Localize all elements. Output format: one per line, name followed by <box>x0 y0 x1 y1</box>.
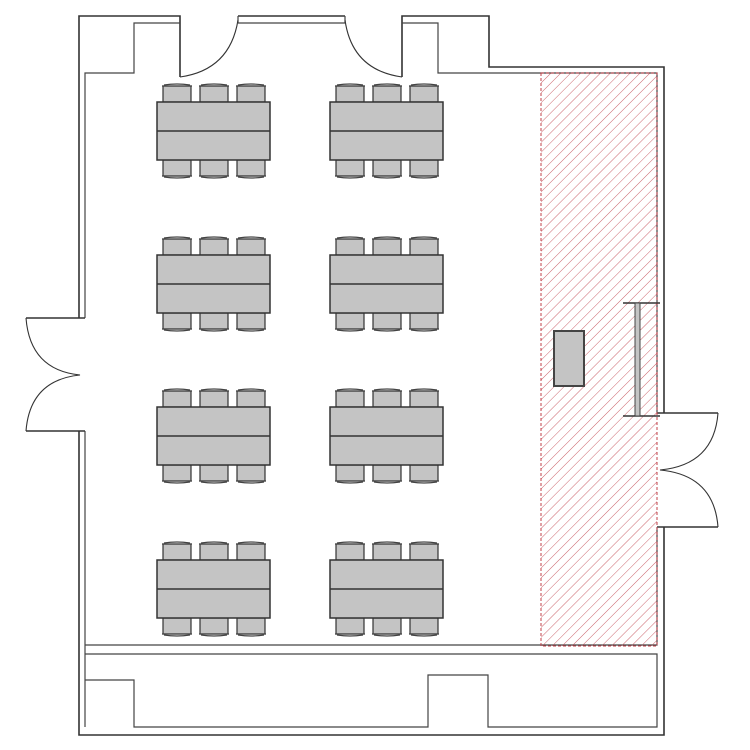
chair <box>409 541 439 561</box>
chair <box>236 236 266 256</box>
chair <box>409 464 439 484</box>
chair <box>409 83 439 103</box>
chair <box>335 312 365 332</box>
chair <box>372 617 402 637</box>
chair <box>335 83 365 103</box>
chair <box>409 312 439 332</box>
table-group <box>329 83 444 179</box>
projection-screen <box>623 302 660 417</box>
table-group <box>156 236 271 332</box>
top-left-door[interactable] <box>179 19 239 78</box>
chair <box>236 388 266 408</box>
lectern <box>553 330 585 387</box>
chair <box>162 312 192 332</box>
chair <box>372 236 402 256</box>
chair <box>372 159 402 179</box>
chair <box>199 388 229 408</box>
top-right-door[interactable] <box>344 19 403 78</box>
chair <box>409 388 439 408</box>
chair <box>372 388 402 408</box>
table-group <box>156 83 271 179</box>
chair <box>335 464 365 484</box>
table-group <box>156 388 271 484</box>
chair <box>372 464 402 484</box>
chair <box>236 617 266 637</box>
chair <box>162 541 192 561</box>
chair <box>335 236 365 256</box>
chair <box>236 83 266 103</box>
chair <box>162 464 192 484</box>
chair <box>199 312 229 332</box>
chair <box>335 159 365 179</box>
chair <box>199 617 229 637</box>
chair <box>335 388 365 408</box>
chair <box>335 617 365 637</box>
chair <box>162 83 192 103</box>
chair <box>335 541 365 561</box>
table-group <box>329 388 444 484</box>
chair <box>162 388 192 408</box>
chair <box>372 312 402 332</box>
table-group <box>329 541 444 637</box>
chair <box>162 617 192 637</box>
chair <box>372 541 402 561</box>
chair <box>236 312 266 332</box>
chair <box>162 159 192 179</box>
bottom-corridor <box>85 653 658 728</box>
table-groups <box>156 83 444 637</box>
left-double-door[interactable] <box>25 317 85 432</box>
chair <box>199 541 229 561</box>
chair <box>162 236 192 256</box>
chair <box>409 159 439 179</box>
chair <box>236 541 266 561</box>
chair <box>372 83 402 103</box>
chair <box>199 159 229 179</box>
chair <box>409 617 439 637</box>
chair <box>199 464 229 484</box>
chair <box>199 83 229 103</box>
top-wall-segment <box>237 16 346 23</box>
inner-wall <box>84 22 658 727</box>
chair <box>236 464 266 484</box>
right-double-door[interactable] <box>657 412 719 528</box>
outer-wall <box>78 15 665 736</box>
chair <box>199 236 229 256</box>
chair <box>236 159 266 179</box>
table-group <box>156 541 271 637</box>
table-group <box>329 236 444 332</box>
chair <box>409 236 439 256</box>
